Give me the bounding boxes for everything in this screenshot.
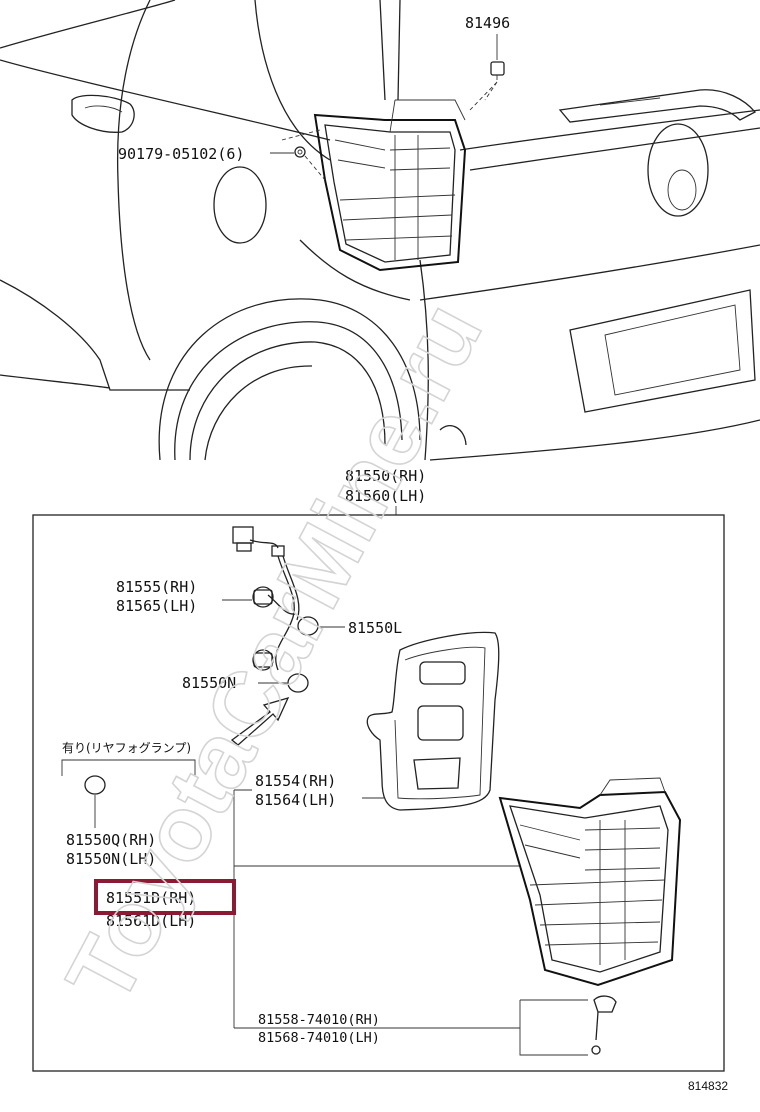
label-81550-rh: 81550(RH) bbox=[345, 467, 426, 485]
highlight-box-81551d bbox=[94, 879, 236, 915]
tail-lamp-assembly-icon bbox=[498, 777, 682, 987]
figure-number: 814832 bbox=[688, 1079, 728, 1093]
label-81554-rh: 81554(RH) bbox=[255, 772, 336, 790]
watermark: ToyotaCarMine.ru bbox=[48, 287, 502, 1019]
label-90179-05102: 90179-05102(6) bbox=[118, 145, 244, 163]
label-81565-lh: 81565(LH) bbox=[116, 597, 197, 615]
label-81551d-rh: 81551D(RH) bbox=[106, 889, 196, 907]
socket-81555-icon bbox=[252, 586, 274, 608]
nut-90179-icon bbox=[294, 146, 306, 158]
screw-81558-icon bbox=[591, 995, 617, 1055]
label-81564-lh: 81564(LH) bbox=[255, 791, 336, 809]
bulb-81550q-icon bbox=[84, 775, 106, 795]
label-81550l: 81550L bbox=[348, 619, 402, 637]
label-81550n: 81550N bbox=[182, 674, 236, 692]
gasket-81554-icon bbox=[366, 631, 500, 811]
bulb-81550l-icon bbox=[297, 616, 319, 636]
label-81560-lh: 81560(LH) bbox=[345, 487, 426, 505]
wiring-harness-icon bbox=[232, 526, 300, 671]
label-81568-74010: 81568-74010(LH) bbox=[258, 1030, 380, 1046]
direction-arrow-icon bbox=[230, 696, 290, 746]
label-81558-74010: 81558-74010(RH) bbox=[258, 1012, 380, 1028]
socket-lower-icon bbox=[252, 649, 274, 671]
label-81550n-lh: 81550N(LH) bbox=[66, 850, 156, 868]
vehicle-rear-illustration bbox=[0, 0, 760, 461]
label-81496: 81496 bbox=[465, 14, 510, 32]
fog-lamp-note: 有り(リヤフォグランプ) bbox=[62, 741, 191, 755]
clip-81496-icon bbox=[490, 61, 505, 80]
assembly-frame bbox=[32, 514, 725, 1072]
label-81555-rh: 81555(RH) bbox=[116, 578, 197, 596]
label-81561d-lh: 81561D(LH) bbox=[106, 912, 196, 930]
label-81550q-rh: 81550Q(RH) bbox=[66, 831, 156, 849]
tail-lamp-on-vehicle bbox=[313, 99, 467, 272]
